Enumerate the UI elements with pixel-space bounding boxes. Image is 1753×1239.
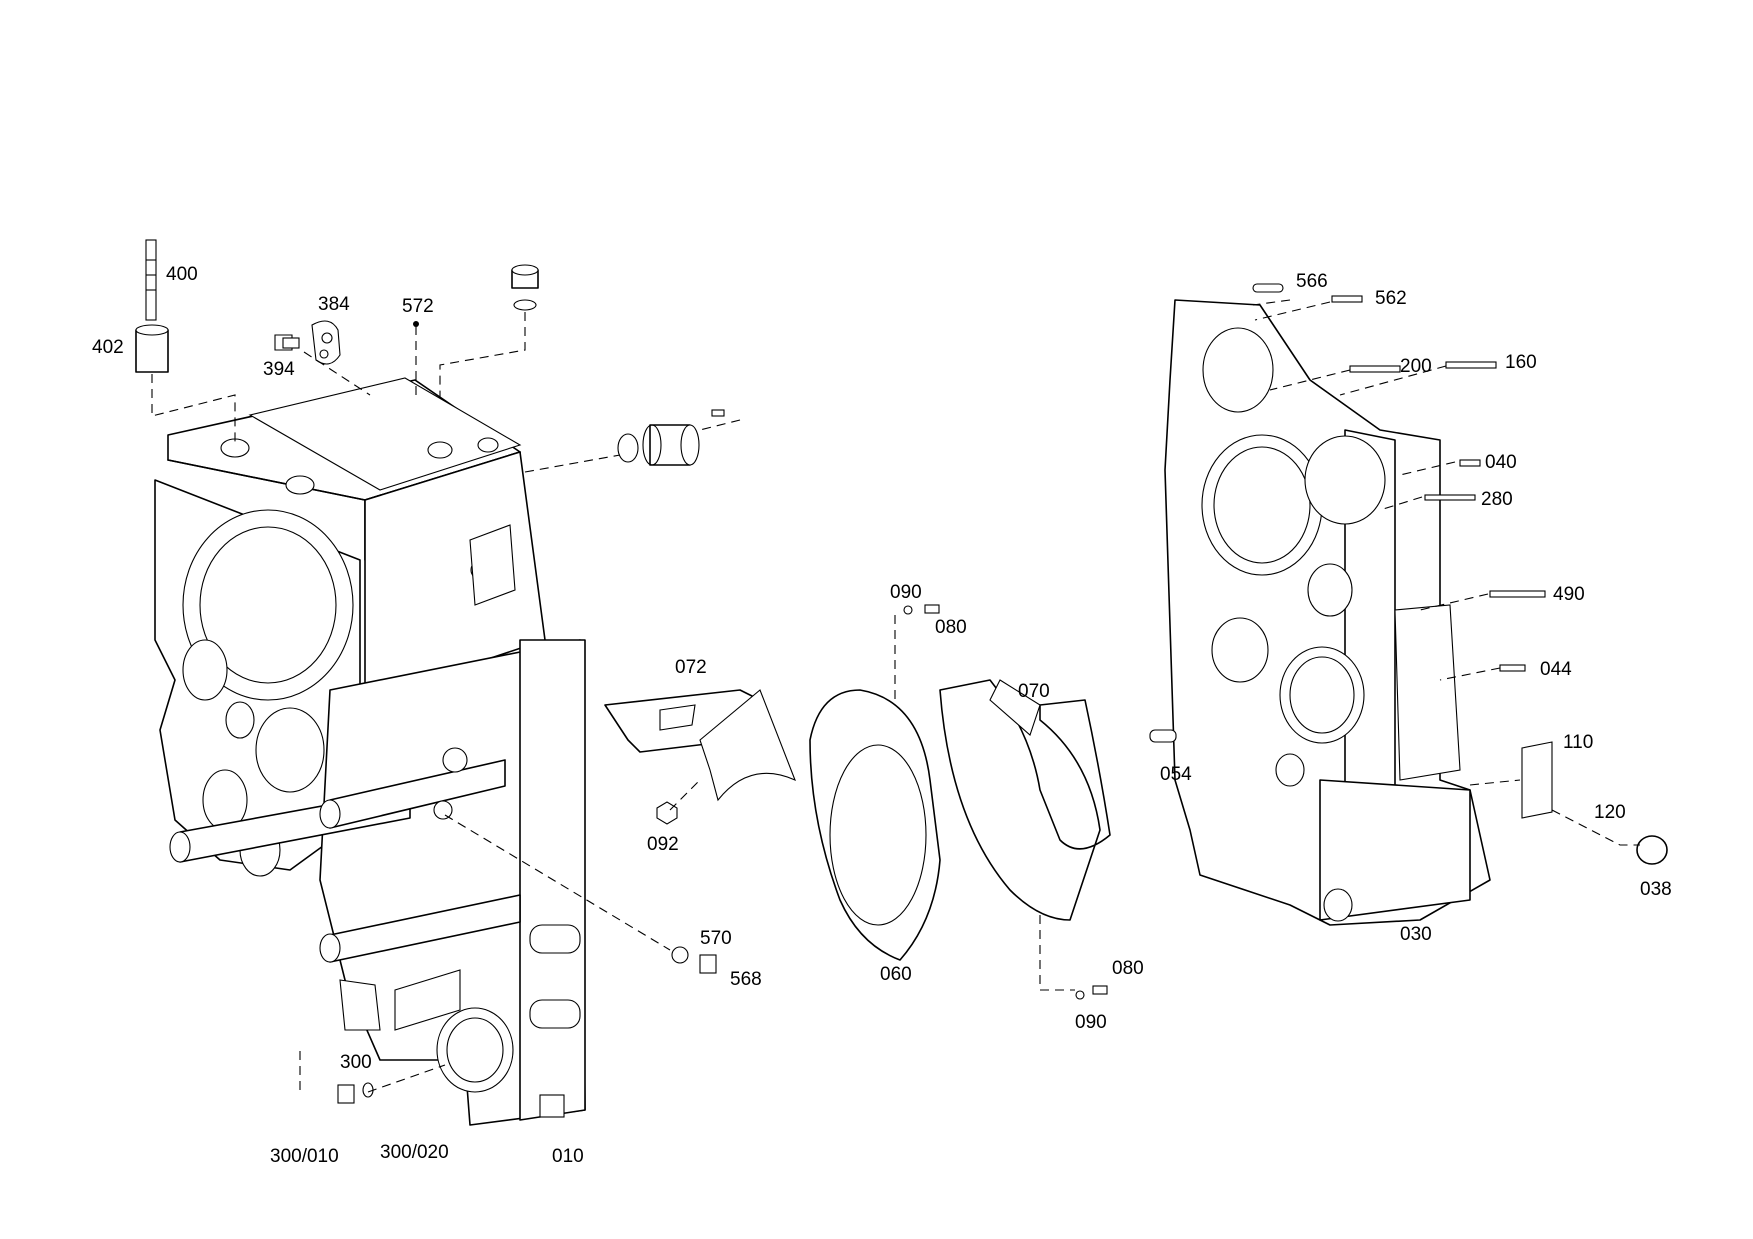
- callout-038: 038: [1640, 879, 1672, 900]
- callout-200: 200: [1400, 356, 1432, 377]
- callout-490: 490: [1553, 584, 1585, 605]
- callout-120: 120: [1594, 802, 1626, 823]
- callout-labels: 400 402 384 394 572 566 562 200 160 040 …: [92, 264, 1672, 1167]
- callout-562: 562: [1375, 288, 1407, 309]
- pin-054: [1149, 729, 1177, 743]
- pin-566: [1252, 283, 1284, 293]
- callout-572: 572: [402, 296, 434, 317]
- callout-090-bottom: 090: [1075, 1012, 1107, 1033]
- fitting-right: [617, 409, 725, 466]
- callout-090-top: 090: [890, 582, 922, 603]
- callout-092: 092: [647, 834, 679, 855]
- plug-394: [274, 334, 300, 351]
- leader-lines: [151, 299, 1640, 1093]
- callout-570: 570: [700, 928, 732, 949]
- fasteners-090-080-bottom: [1075, 985, 1108, 1000]
- sleeve-402: [135, 324, 169, 373]
- callout-280: 280: [1481, 489, 1513, 510]
- callout-060: 060: [880, 964, 912, 985]
- callout-300-010: 300/010: [270, 1146, 339, 1167]
- plug-300: [337, 1082, 374, 1104]
- callout-568: 568: [730, 969, 762, 990]
- cover-072: [604, 689, 796, 802]
- callout-110: 110: [1563, 732, 1593, 753]
- plate-110: [1521, 741, 1553, 819]
- plate-384: [311, 320, 341, 365]
- callout-300: 300: [340, 1052, 372, 1073]
- gasket-060: [809, 689, 941, 961]
- callout-394: 394: [263, 359, 295, 380]
- callout-080-top: 080: [935, 617, 967, 638]
- callout-160: 160: [1505, 352, 1537, 373]
- callout-080-bottom: 080: [1112, 958, 1144, 979]
- callout-384: 384: [318, 294, 350, 315]
- housing-010: [154, 377, 586, 1126]
- cover-030: [1164, 299, 1491, 926]
- plug-038: [1636, 835, 1668, 865]
- callout-010: 010: [552, 1146, 584, 1167]
- callout-400: 400: [166, 264, 198, 285]
- callout-054: 054: [1160, 764, 1192, 785]
- shroud-070: [939, 679, 1111, 921]
- callout-072: 072: [675, 657, 707, 678]
- callout-402: 402: [92, 337, 124, 358]
- callout-044: 044: [1540, 659, 1572, 680]
- callout-300-020: 300/020: [380, 1142, 449, 1163]
- plug-568: [671, 946, 717, 974]
- callout-030: 030: [1400, 924, 1432, 945]
- tube-lower: [319, 894, 521, 963]
- tube-middle: [319, 759, 506, 829]
- plug-572: [413, 321, 419, 327]
- callout-566: 566: [1296, 271, 1328, 292]
- sensor-400: [145, 239, 157, 321]
- bolts-right: [1331, 295, 1546, 672]
- plug-top: [511, 264, 539, 311]
- callout-040: 040: [1485, 452, 1517, 473]
- callout-070: 070: [1018, 681, 1050, 702]
- fasteners-090-080-top: [903, 604, 940, 615]
